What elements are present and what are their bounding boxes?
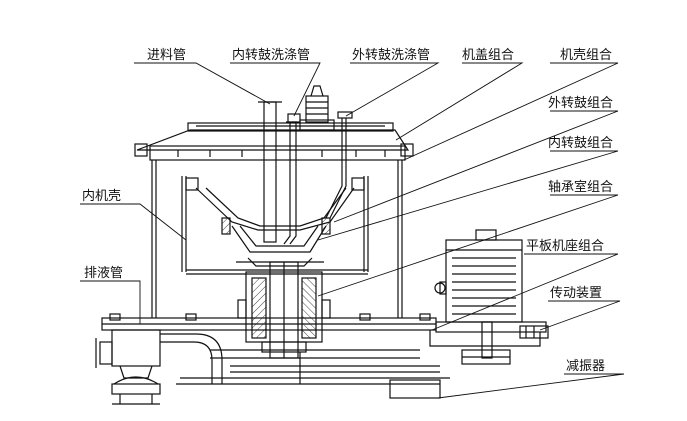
outer-drum <box>195 187 355 235</box>
label-outer-drum-wash-pipe: 外转鼓洗涤管 <box>352 48 430 63</box>
inner-drum-wash-pipe <box>283 113 301 245</box>
label-outer-drum-assembly: 外转鼓组合 <box>548 96 613 111</box>
label-feed-pipe: 进料管 <box>147 48 186 63</box>
motor-top <box>299 85 335 131</box>
bearing-housing <box>237 261 331 359</box>
outer-casing <box>151 160 403 318</box>
labels: 进料管 内转鼓洗涤管 外转鼓洗涤管 机盖组合 机壳组合 外转鼓组合 内转鼓组合 … <box>82 47 613 374</box>
label-flat-base-assembly: 平板机座组合 <box>526 239 604 254</box>
leader-lines <box>80 62 625 399</box>
label-bearing-housing-assembly: 轴承室组合 <box>548 179 613 195</box>
flat-base <box>101 313 547 399</box>
feed-pipe <box>258 101 282 243</box>
label-lid-assembly: 机盖组合 <box>462 48 514 63</box>
label-inner-casing: 内机壳 <box>82 188 121 204</box>
label-inner-drum-wash-pipe: 内转鼓洗涤管 <box>232 47 310 63</box>
discharge-pipe <box>95 329 223 405</box>
label-casing-assembly: 机壳组合 <box>560 48 612 63</box>
label-inner-drum-assembly: 内转鼓组合 <box>548 135 613 151</box>
inner-drum <box>231 225 327 267</box>
label-discharge-pipe: 排液管 <box>84 266 123 281</box>
inner-casing <box>181 176 369 275</box>
label-transmission-device: 传动装置 <box>550 286 602 301</box>
lid <box>134 122 414 161</box>
transmission <box>519 325 549 339</box>
label-damper: 减振器 <box>566 359 605 374</box>
motor <box>434 229 523 365</box>
outer-drum-wash-pipe <box>325 111 353 219</box>
